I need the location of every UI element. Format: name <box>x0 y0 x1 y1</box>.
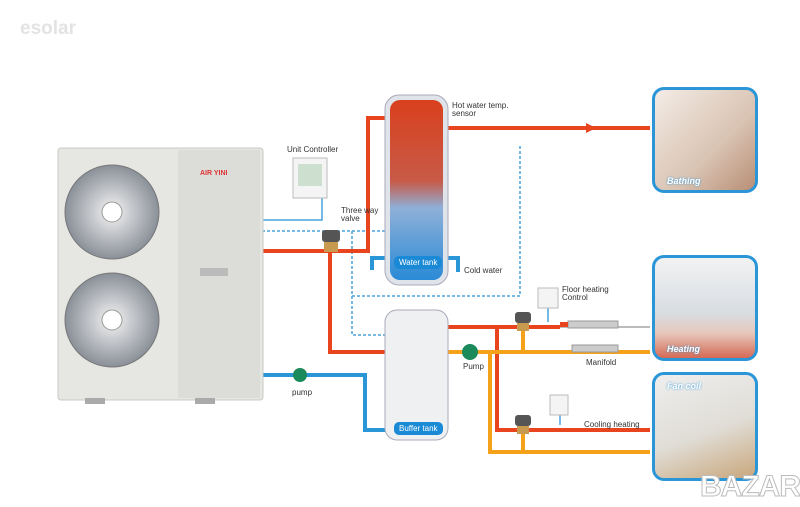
brand-logo: AIR YINI <box>200 170 228 177</box>
cold-water-label: Cold water <box>464 266 503 275</box>
buffer-tank <box>384 309 449 441</box>
bazar-watermark: BAZAR <box>700 470 800 503</box>
pump-icon <box>462 344 478 360</box>
heating-scene: Heating <box>652 255 758 361</box>
cooling-controller <box>549 394 569 416</box>
unit-controller-label: Unit Controller <box>287 145 339 154</box>
fan-coil-scene: Fan coil <box>652 372 758 481</box>
hot-branch-pipe <box>495 327 650 432</box>
heating-label: Heating <box>667 344 701 354</box>
floor-heating-controller <box>537 287 559 309</box>
pump-left-label: pump <box>292 388 313 397</box>
manifold-label: Manifold <box>586 358 617 367</box>
manifold-icon <box>567 320 619 353</box>
floor-heating-control-label: Floor heating Control <box>562 285 609 302</box>
bathing-label: Bathing <box>667 176 701 186</box>
flow-arrow-icon <box>586 123 596 133</box>
cooling-heating-label: Cooling heating <box>584 420 640 429</box>
hot-water-sensor-label: Hot water temp. sensor <box>452 101 509 118</box>
bathing-scene: Bathing <box>652 87 758 193</box>
three-way-valve-icon <box>322 230 340 252</box>
valve-icon <box>515 312 531 331</box>
warm-branch-pipe <box>488 352 650 454</box>
water-tank-label: Water tank <box>394 256 443 269</box>
three-way-valve-label: Three way valve <box>341 206 379 223</box>
heat-pump-unit <box>57 147 264 404</box>
return-pipe <box>262 373 385 432</box>
fan-coil-label: Fan coil <box>667 381 702 391</box>
watermark-esolar: esolar <box>20 18 76 39</box>
buffer-tank-label: Buffer tank <box>394 422 443 435</box>
pump-icon <box>293 368 307 382</box>
valve-icon <box>515 415 531 434</box>
pump-right-label: Pump <box>463 362 484 371</box>
hot-pipe-buffer <box>328 248 385 354</box>
cold-water-pipe <box>370 256 460 272</box>
hot-pipe <box>262 116 385 253</box>
